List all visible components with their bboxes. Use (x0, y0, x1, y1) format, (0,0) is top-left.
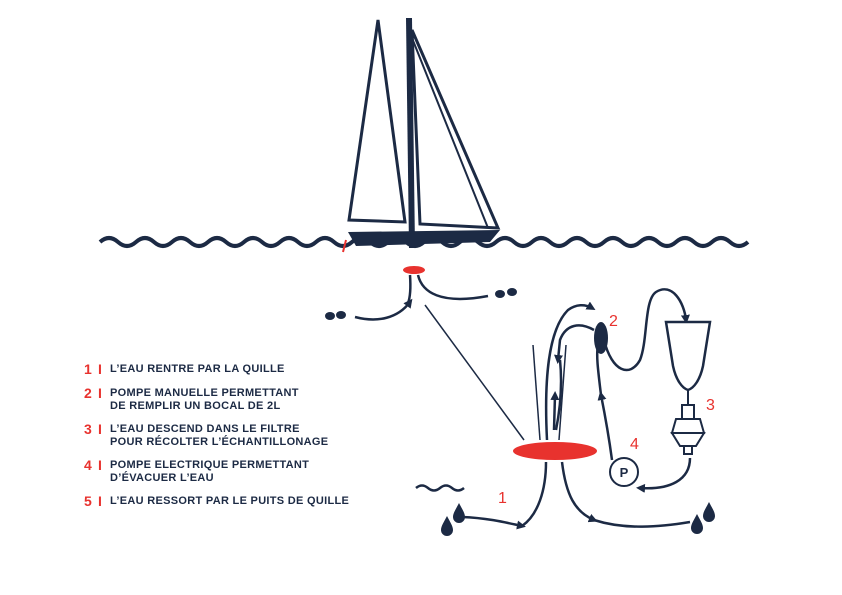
keel-flow-right (416, 274, 489, 301)
legend-text: L’EAU RENTRE PAR LA QUILLE (110, 362, 285, 376)
water-drops-outlet-icon (691, 502, 715, 534)
hull (348, 230, 500, 246)
legend-line: POUR RÉCOLTER L’ÉCHANTILLONAGE (110, 436, 329, 448)
legend: 1 I L’EAU RENTRE PAR LA QUILLE 2 I POMPE… (84, 362, 414, 518)
bow-spray (342, 239, 347, 253)
keel-flow-left-arrow (354, 298, 413, 321)
legend-text: POMPE ELECTRIQUE PERMETTANT D’ÉVACUER L’… (110, 458, 309, 485)
filter-icon (670, 404, 706, 455)
legend-number: 5 (84, 493, 92, 509)
callout-4: 4 (630, 436, 639, 453)
legend-line: L’EAU RESSORT PAR LE PUITS DE QUILLE (110, 495, 350, 507)
legend-number: 4 (84, 457, 92, 473)
keel-tube-left (532, 344, 541, 441)
inlet-flow-arrow (461, 515, 526, 530)
legend-separator: I (98, 457, 102, 473)
inlet-flow-up (521, 461, 548, 528)
zoom-leader-line (424, 304, 525, 441)
flow-down-inner (554, 324, 595, 364)
flow-pump-to-jar (602, 288, 690, 372)
legend-text: POMPE MANUELLE PERMETTANT DE REMPLIR UN … (110, 386, 299, 413)
water-drops-inlet-icon (441, 503, 465, 536)
flow-up-outer (544, 301, 596, 441)
electric-pump-icon (609, 457, 639, 487)
legend-line: POMPE MANUELLE PERMETTANT (110, 387, 299, 399)
legend-separator: I (98, 385, 102, 401)
water-drops-right-icon (495, 288, 517, 298)
legend-line: L’EAU DESCEND DANS LE FILTRE (110, 423, 300, 435)
legend-separator: I (98, 361, 102, 377)
legend-line: POMPE ELECTRIQUE PERMETTANT (110, 459, 310, 471)
legend-line: DE REMPLIR UN BOCAL DE 2L (110, 400, 281, 412)
flow-up-inner (550, 391, 560, 431)
mainsail (347, 19, 407, 224)
keel-tube-right (558, 344, 567, 441)
keel-inlet (403, 266, 425, 274)
manual-pump-icon (594, 322, 608, 354)
outlet-flow-tail (593, 518, 691, 528)
callout-1: 1 (498, 490, 507, 507)
legend-line: L’EAU RENTRE PAR LA QUILLE (110, 363, 285, 375)
callout-2: 2 (609, 313, 618, 330)
electric-pump-label: P (620, 465, 629, 480)
legend-item-4: 4 I POMPE ELECTRIQUE PERMETTANT D’ÉVACUE… (84, 458, 414, 485)
legend-separator: I (98, 421, 102, 437)
keel-flow-left-branch (406, 274, 412, 304)
legend-text: L’EAU RESSORT PAR LE PUITS DE QUILLE (110, 494, 349, 508)
callout-3: 3 (706, 397, 715, 414)
flow-to-manual-pump (554, 359, 563, 431)
sailboat-icon (342, 17, 501, 274)
outlet-flow-arrow (560, 461, 598, 523)
keel-filter-disk (513, 442, 597, 460)
legend-number: 1 (84, 361, 92, 377)
legend-item-3: 3 I L’EAU DESCEND DANS LE FILTRE POUR RÉ… (84, 422, 414, 449)
mast (406, 17, 415, 249)
legend-text: L’EAU DESCEND DANS LE FILTRE POUR RÉCOLT… (110, 422, 328, 449)
jib-sail-inner (411, 37, 489, 229)
legend-item-5: 5 I L’EAU RESSORT PAR LE PUITS DE QUILLE (84, 494, 414, 509)
legend-separator: I (98, 493, 102, 509)
flow-filter-to-pump (636, 457, 692, 493)
legend-number: 2 (84, 385, 92, 401)
flow-electric-pump-up (597, 391, 614, 461)
jib-sail (410, 29, 501, 230)
legend-line: D’ÉVACUER L’EAU (110, 472, 214, 484)
sampling-jar-icon (664, 320, 712, 392)
water-drops-left-icon (325, 311, 346, 320)
legend-item-2: 2 I POMPE MANUELLE PERMETTANT DE REMPLIR… (84, 386, 414, 413)
legend-number: 3 (84, 421, 92, 437)
legend-item-1: 1 I L’EAU RENTRE PAR LA QUILLE (84, 362, 414, 377)
small-waves (415, 484, 465, 492)
